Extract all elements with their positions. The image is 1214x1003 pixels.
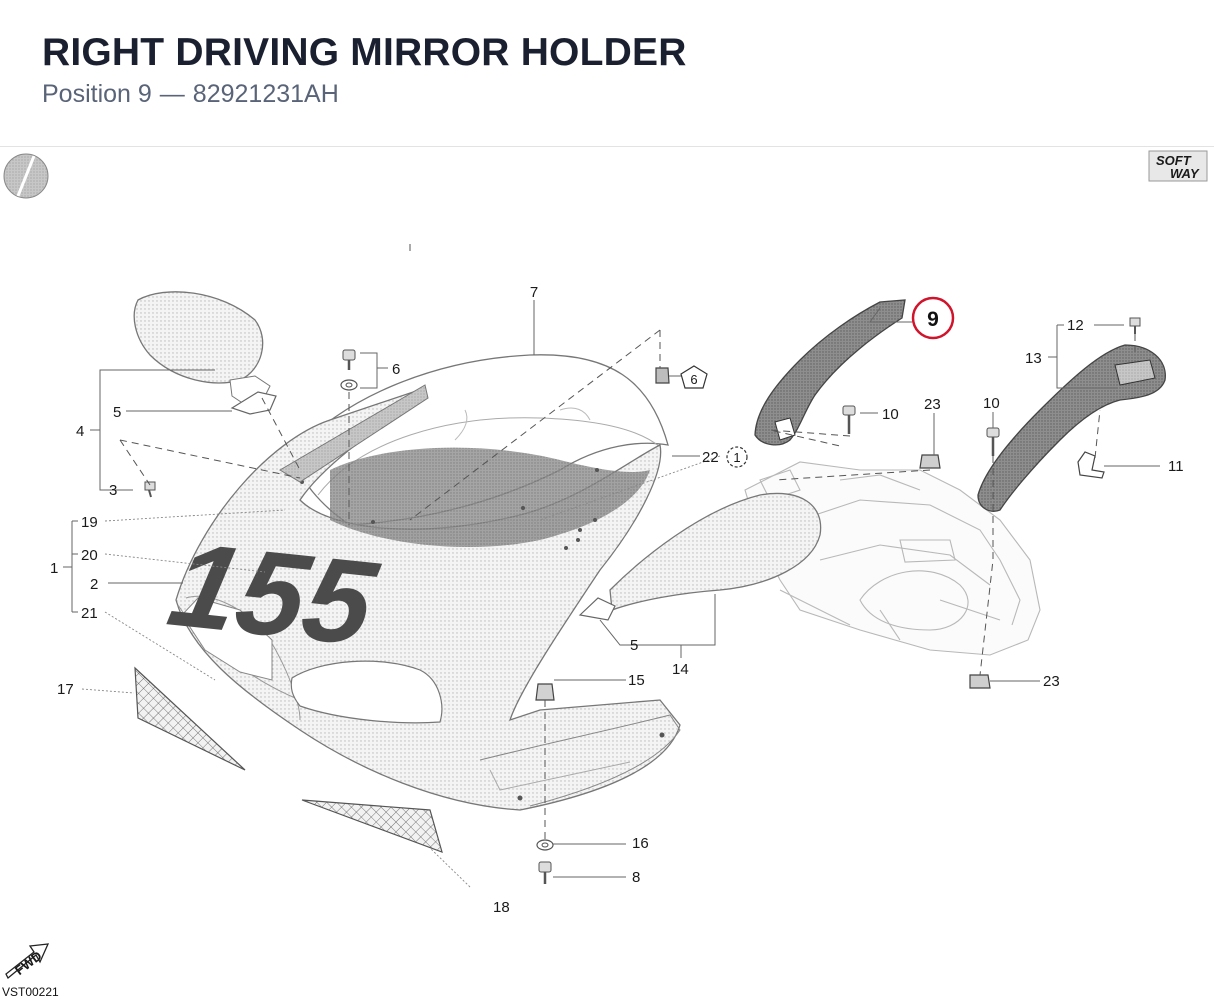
callout-1: 1 [50,560,58,577]
callout-12: 12 [1067,317,1084,334]
callout-6-pentagon: 6 [690,372,697,387]
circle-ref-1 [726,446,748,468]
callout-10-right: 10 [983,395,1000,412]
globe-logo-icon [3,153,49,199]
gasket-left [230,391,277,415]
mesh-grille-17 [134,666,246,771]
callout-17: 17 [57,681,74,698]
callout-1-circle: 1 [733,450,740,465]
callout-5-right: 5 [630,637,638,654]
softway-logo-line2: WAY [1170,166,1200,181]
callout-11: 11 [1168,458,1184,475]
callout-4: 4 [76,423,84,440]
header-divider [0,146,1214,147]
softway-logo: SOFT WAY [1148,150,1208,182]
callout-16: 16 [632,835,649,852]
assembly-dashed-lines [119,244,1136,840]
callout-15: 15 [628,672,645,689]
pentagon-ref-6 [680,365,708,389]
callout-19: 19 [81,514,98,531]
screw-3 [144,481,156,498]
front-fairing [175,386,681,811]
header: RIGHT DRIVING MIRROR HOLDER Position 9—8… [42,30,687,109]
leader-lines [81,455,721,888]
grommet-23-lower [969,674,991,689]
callout-3: 3 [109,482,117,499]
callout-14: 14 [672,661,689,678]
bracket-11 [1077,451,1105,479]
screw-10-right [986,427,1000,456]
fairing-top-trim [279,384,429,483]
fairing-support-frame [744,461,1041,656]
screw-8 [538,861,552,884]
callout-5-left: 5 [113,404,121,421]
screw-6 [340,349,358,391]
fairing-race-number: 155 [159,518,388,671]
spacer-15 [535,683,555,701]
right-mirror [578,492,822,621]
page-subtitle: Position 9—82921231AH [42,79,687,109]
callouts [63,300,1160,878]
callout-9: 9 [927,308,939,331]
callout-21: 21 [81,605,98,622]
callout-7: 7 [530,284,538,301]
subtitle-separator: — [159,80,185,108]
part-number: 82921231AH [192,80,339,108]
mesh-grille-18 [301,799,443,853]
grommet-23-upper [919,454,941,469]
drawing-code: VST00221 [2,985,59,999]
callout-18: 18 [493,899,510,916]
callout-10-upper: 10 [882,406,899,423]
callout-6: 6 [392,361,400,378]
callout-22: 22 [702,449,719,466]
screw-10-upper [842,405,856,434]
page-title: RIGHT DRIVING MIRROR HOLDER [42,31,687,74]
grommet-6 [655,367,670,384]
callout-23-upper: 23 [924,396,941,413]
forward-arrow-icon: FWD [5,943,50,980]
left-mirror [133,291,271,405]
position-label: Position 9 [42,80,152,108]
left-mirror-holder [977,344,1166,512]
callout-8: 8 [632,869,640,886]
callout-13: 13 [1025,350,1042,367]
callout-2: 2 [90,576,98,593]
softway-logo-line1: SOFT [1156,153,1192,168]
callout-20: 20 [81,547,98,564]
screw-12 [1129,317,1141,334]
callout-23-lower: 23 [1043,673,1060,690]
highlight-callout-circle [911,296,955,340]
washer-16 [536,839,554,851]
